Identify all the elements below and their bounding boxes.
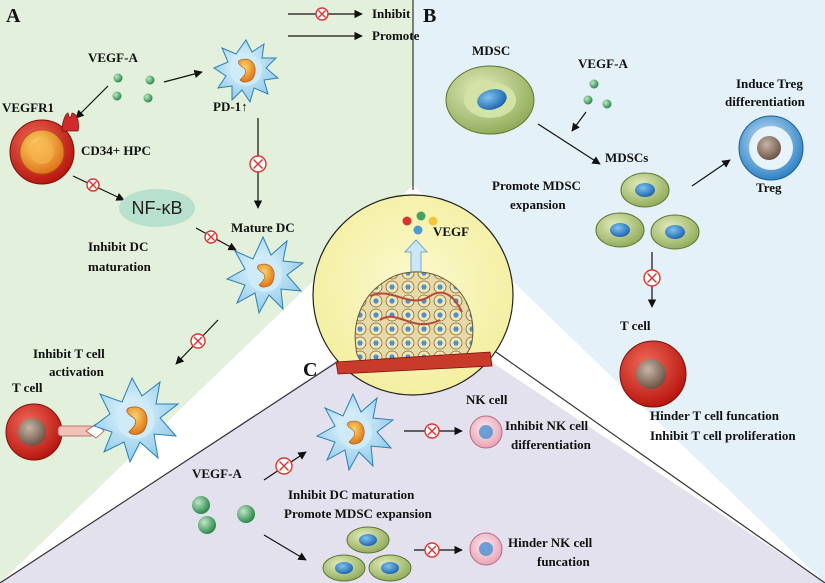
arrow-vegf-to-expansion xyxy=(571,111,587,132)
panel-a-background xyxy=(0,0,413,583)
arrow-mdscs-to-treg xyxy=(691,159,731,187)
inhibit-mark-icon xyxy=(249,155,267,173)
inhibit-mark-icon xyxy=(643,269,661,287)
panel-a: VEGF-A PD-1↑ VEGFR1 CD34+ HPC xyxy=(2,39,305,464)
inhibit-mark-icon xyxy=(424,423,440,439)
t-cell-icon xyxy=(619,340,687,408)
dendritic-cell-icon xyxy=(212,39,280,104)
tumor-center: VEGF xyxy=(312,194,514,396)
nfkb-label: NF-κB xyxy=(132,198,183,218)
vegf-release-icon xyxy=(402,211,438,273)
legend: Inhibit Promote xyxy=(288,6,420,43)
panel-letter-a: A xyxy=(6,5,21,27)
mdsc-cell-icon xyxy=(445,65,535,135)
legend-promote-label: Promote xyxy=(372,28,420,43)
inhibit-t-activation-line1: Inhibit T cell xyxy=(33,346,105,361)
panel-a-t-cell-label: T cell xyxy=(12,380,43,395)
promote-mdsc-expansion-line1: Promote MDSC xyxy=(492,178,581,193)
panel-b-background xyxy=(413,0,825,583)
panel-b: MDSC VEGF-A MDSCs Promote MDSC expansion xyxy=(445,43,806,443)
inhibit-t-cell-proliferation-label: Inhibit T cell proliferation xyxy=(650,428,796,443)
dendritic-cell-interacting-icon xyxy=(92,376,180,464)
arrow-vegf-to-mdsc-c xyxy=(263,534,307,561)
pd1-label: PD-1↑ xyxy=(213,99,248,114)
mdscs-label: MDSCs xyxy=(605,150,648,165)
inhibit-t-activation-line2: activation xyxy=(49,364,105,379)
mature-dc-label: Mature DC xyxy=(231,220,295,235)
mature-dendritic-cell-icon xyxy=(225,235,305,315)
inhibit-nk-line2: differentiation xyxy=(511,437,592,452)
panel-b-vegf-a-label: VEGF-A xyxy=(578,56,628,71)
induce-treg-line1: Induce Treg xyxy=(736,76,803,91)
panel-letter-b: B xyxy=(423,5,436,27)
promote-mdsc-expansion-line2: expansion xyxy=(510,197,566,212)
promote-mdsc-expansion-c-label: Promote MDSC expansion xyxy=(284,506,433,521)
inhibit-mark-icon xyxy=(204,230,218,244)
induce-treg-line2: differentiation xyxy=(725,94,806,109)
panel-c: VEGF-A NK cell Inhibit NK cell differ xyxy=(192,392,593,582)
hinder-nk-line1: Hinder NK cell xyxy=(508,535,593,550)
panel-a-vegf-a-label: VEGF-A xyxy=(88,50,138,65)
arrow-vegf-to-dc xyxy=(163,69,203,83)
panel-b-mdsc-label: MDSC xyxy=(472,43,510,58)
hinder-nk-line2: funcation xyxy=(537,554,591,569)
t-cell-icon xyxy=(5,403,63,461)
inhibit-mark-icon xyxy=(190,333,206,349)
inhibit-dc-maturation-line1: Inhibit DC xyxy=(88,239,148,254)
vegfr1-label: VEGFR1 xyxy=(2,100,54,115)
inhibit-dc-maturation-c-label: Inhibit DC maturation xyxy=(288,487,415,502)
mdsc-cluster-icon xyxy=(595,172,700,250)
panel-c-background xyxy=(0,310,825,583)
cd34-hpc-cell-icon xyxy=(9,119,75,185)
receptor-icon xyxy=(61,112,79,132)
hinder-t-cell-function-label: Hinder T cell funcation xyxy=(650,408,780,423)
vegf-molecules-icon xyxy=(583,79,612,109)
nk-cell-icon xyxy=(469,415,503,449)
mdsc-cluster-icon xyxy=(322,526,412,582)
panel-b-t-cell-label: T cell xyxy=(620,318,651,333)
vegf-molecules-icon xyxy=(112,73,155,103)
vegf-molecules-icon xyxy=(192,496,255,534)
inhibit-mark-icon xyxy=(275,457,293,475)
inhibit-mark-icon xyxy=(86,178,100,192)
legend-inhibit-label: Inhibit xyxy=(372,6,411,21)
nk-cell-label: NK cell xyxy=(466,392,508,407)
panel-letter-c: C xyxy=(303,359,317,381)
cd34-hpc-label: CD34+ HPC xyxy=(81,143,151,158)
panel-c-vegf-a-label: VEGF-A xyxy=(192,466,242,481)
arrow-mdsc-to-mdscs xyxy=(537,123,601,165)
inhibit-nk-line1: Inhibit NK cell xyxy=(505,418,588,433)
arrow-vegf-to-vegfr1 xyxy=(75,85,109,119)
inhibit-mark-icon xyxy=(315,7,329,21)
treg-label: Treg xyxy=(756,180,782,195)
inhibit-mark-icon xyxy=(424,542,440,558)
vegf-label: VEGF xyxy=(433,224,469,239)
tumor-mass-icon xyxy=(335,271,493,375)
dendritic-cell-icon xyxy=(315,392,395,472)
nfkb-badge xyxy=(119,189,195,227)
treg-cell-icon xyxy=(738,115,804,181)
divider-right xyxy=(485,344,825,583)
nk-cell-icon xyxy=(469,532,503,566)
divider-left xyxy=(0,359,341,583)
inhibit-dc-maturation-line2: maturation xyxy=(88,259,152,274)
